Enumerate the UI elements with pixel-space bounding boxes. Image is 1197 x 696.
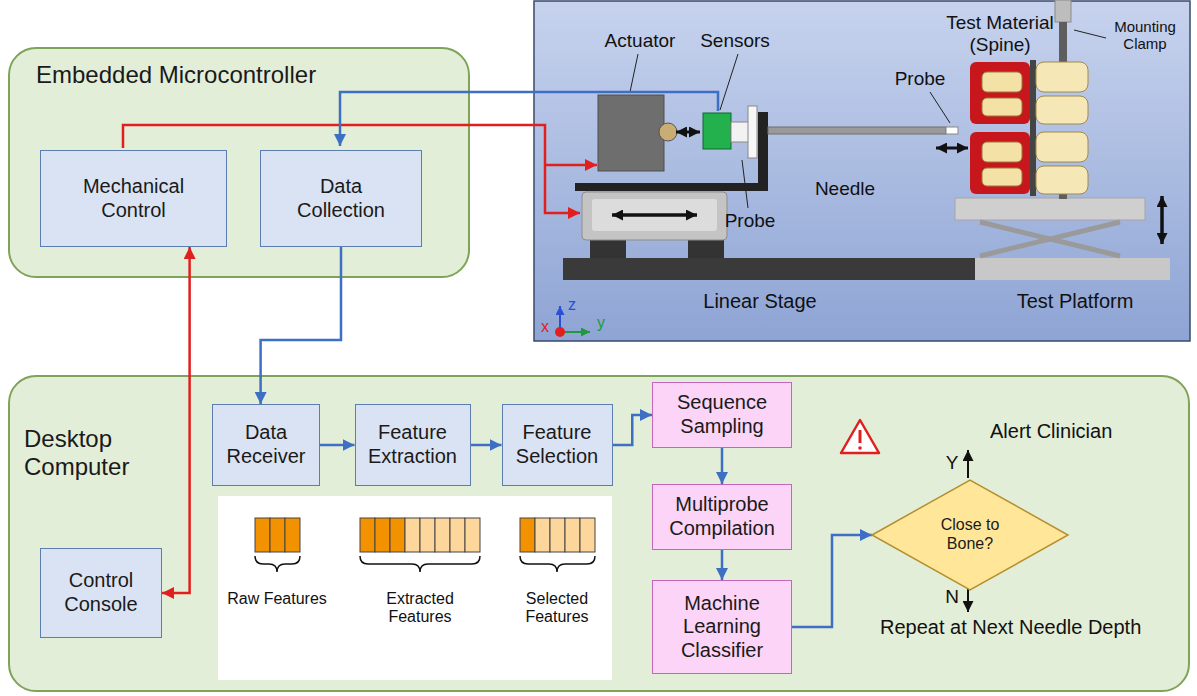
box-label: Close to Bone? xyxy=(930,516,1010,554)
spine-body xyxy=(1036,62,1088,92)
box-label: Data Receiver xyxy=(221,421,311,468)
process-box: Feature Extraction xyxy=(355,404,471,486)
sensor-block xyxy=(703,113,731,149)
leader-line xyxy=(630,30,1106,208)
box-label: Mechanical Control xyxy=(74,175,194,222)
actuator-motion-arrow xyxy=(676,131,700,134)
clamp-head xyxy=(1055,0,1071,22)
platform-top xyxy=(955,198,1145,220)
carriage-foot xyxy=(590,238,626,258)
spine-vertebra xyxy=(970,132,1030,194)
mount-bracket xyxy=(758,112,768,191)
feature-label: Extracted Features xyxy=(365,590,475,627)
ml-step-box: Multiprobe Compilation xyxy=(652,484,792,550)
part-label: Test Material (Spine) xyxy=(930,12,1070,56)
linear-stage-rail xyxy=(563,258,975,280)
clamp-foot xyxy=(1059,194,1067,199)
microcontroller-panel: Embedded MicrocontrollerMechanical Contr… xyxy=(8,47,470,278)
process-box: Data Collection xyxy=(260,150,422,247)
box-label: Control Console xyxy=(56,569,146,616)
part-label: Actuator xyxy=(590,30,690,52)
process-box: Mechanical Control xyxy=(40,150,227,247)
box-label: Feature Selection xyxy=(510,421,605,468)
actuator-body xyxy=(598,95,664,171)
spine-canal xyxy=(1030,60,1036,196)
axis-label: z xyxy=(565,296,579,314)
outcome-label: Repeat at Next Needle Depth xyxy=(880,616,1160,639)
box-label: Machine Learning Classifier xyxy=(667,592,777,663)
spine-disc xyxy=(982,142,1022,162)
axis-label: y xyxy=(594,314,608,332)
part-label: Needle xyxy=(800,178,890,200)
platform-motion-arrow xyxy=(1160,196,1164,244)
panel-title: Desktop Computer xyxy=(24,425,144,482)
process-box: Data Receiver xyxy=(212,404,320,486)
decision-diamond: Close to Bone? xyxy=(872,480,1068,590)
rig-panel xyxy=(534,1,1190,341)
needle-tip-probe xyxy=(946,127,958,134)
probe-plate xyxy=(748,106,757,158)
part-label: Mounting Clamp xyxy=(1104,18,1186,53)
mount-plate xyxy=(575,183,767,191)
panel-title: Embedded Microcontroller xyxy=(36,61,316,89)
process-box: Feature Selection xyxy=(502,404,613,486)
needle-motion-arrow xyxy=(936,147,968,150)
part-label: Test Platform xyxy=(995,290,1155,313)
branch-label: Y xyxy=(944,452,960,474)
part-label: Probe xyxy=(885,68,955,90)
control-wire xyxy=(545,164,597,167)
diamond-shape xyxy=(872,480,1068,590)
box-label: Data Collection xyxy=(286,175,396,222)
carriage-motion-arrow xyxy=(612,213,697,217)
x-axis-dot xyxy=(555,327,565,337)
part-label: Sensors xyxy=(690,30,780,52)
spine-body xyxy=(1036,132,1088,162)
axis-label: x xyxy=(538,318,552,336)
box-label: Feature Extraction xyxy=(363,421,463,468)
scissor-lift xyxy=(980,222,1120,256)
spine-disc xyxy=(982,98,1022,116)
spine-body xyxy=(1036,166,1088,194)
ml-step-box: Sequence Sampling xyxy=(652,382,792,448)
actuator-shaft xyxy=(659,123,677,141)
platform-base xyxy=(975,258,1170,280)
spine-vertebra xyxy=(970,62,1030,124)
box-label: Multiprobe Compilation xyxy=(662,493,782,540)
spine-body xyxy=(1036,96,1088,124)
outcome-label: Alert Clinician xyxy=(990,420,1150,443)
part-label: Probe xyxy=(715,210,785,232)
carriage-top xyxy=(592,199,717,231)
carriage-foot xyxy=(688,238,724,258)
spine-disc xyxy=(982,168,1022,186)
box-label: Sequence Sampling xyxy=(667,391,777,438)
feature-label: Selected Features xyxy=(507,590,607,627)
branch-label: N xyxy=(944,586,960,608)
spine-disc xyxy=(982,72,1022,92)
needle-shaft xyxy=(768,127,946,134)
stage-carriage xyxy=(582,192,727,240)
ml-step-box: Machine Learning Classifier xyxy=(652,580,792,674)
feature-label: Raw Features xyxy=(227,590,327,608)
part-label: Linear Stage xyxy=(690,290,830,313)
console-box: Control Console xyxy=(40,548,162,638)
clamp-rod xyxy=(1059,22,1067,62)
